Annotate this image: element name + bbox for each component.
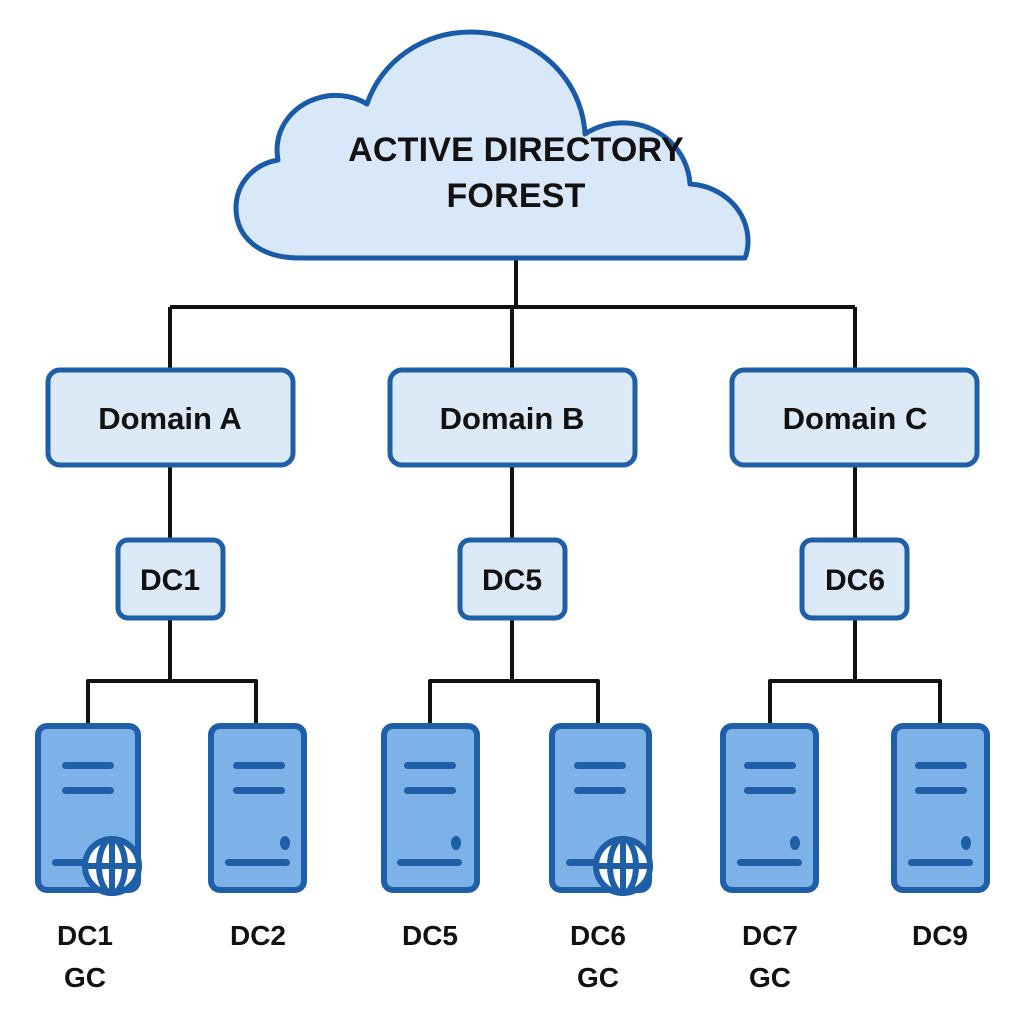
domain-a-box <box>45 367 296 468</box>
domain-c-node[interactable]: Domain C <box>729 367 980 468</box>
forest-cloud-node[interactable]: ACTIVE DIRECTORY FOREST <box>233 29 751 261</box>
cloud-icon <box>233 29 751 261</box>
connector-dc5-split <box>428 616 600 683</box>
dc5-box <box>457 537 568 621</box>
server-base-line <box>225 859 290 866</box>
domain-c-box <box>729 367 980 468</box>
server-power-dot <box>961 836 971 850</box>
forest-title-line2: FOREST <box>446 177 585 215</box>
server-vent-line-2 <box>233 787 285 794</box>
server-dc5-caption: DC5 <box>402 920 458 951</box>
connector-layer <box>86 258 942 726</box>
server-vent-line-1 <box>574 762 626 769</box>
domain-c-label: Domain C <box>783 401 928 436</box>
domain-a-label: Domain A <box>98 401 242 436</box>
domain-a-node[interactable]: Domain A <box>45 367 296 468</box>
server-power-dot <box>451 836 461 850</box>
forest-title-line1: ACTIVE DIRECTORY <box>348 131 684 169</box>
server-power-dot <box>280 836 290 850</box>
server-dc9-node[interactable]: DC9 <box>891 723 990 951</box>
server-base-line <box>397 859 462 866</box>
dc1-box-label: DC1 <box>140 564 200 597</box>
server-vent-line-2 <box>574 787 626 794</box>
server-dc1-role: GC <box>64 962 106 993</box>
server-vent-line-1 <box>744 762 796 769</box>
domain-b-box <box>387 367 638 468</box>
server-dc1-caption: DC1 <box>57 920 113 951</box>
dc5-box-label: DC5 <box>482 564 542 597</box>
server-dc1-node[interactable]: DC1 GC <box>35 723 142 993</box>
dc1-box <box>115 537 226 621</box>
connector-dc6-split <box>768 616 942 683</box>
server-vent-line-2 <box>404 787 456 794</box>
dc6-node[interactable]: DC6 <box>799 537 910 621</box>
server-vent-line-2 <box>744 787 796 794</box>
globe-icon <box>593 836 653 896</box>
server-dc7-caption: DC7 <box>742 920 798 951</box>
server-dc2-caption: DC2 <box>230 920 286 951</box>
server-base-line <box>908 859 973 866</box>
server-power-dot <box>790 836 800 850</box>
globe-icon <box>82 836 142 896</box>
server-dc6-role: GC <box>577 962 619 993</box>
server-dc6-node[interactable]: DC6 GC <box>549 723 653 993</box>
server-vent-line-1 <box>915 762 967 769</box>
server-base-line <box>737 859 802 866</box>
server-vent-line-1 <box>404 762 456 769</box>
server-dc6-caption: DC6 <box>570 920 626 951</box>
server-vent-line-2 <box>62 787 114 794</box>
server-dc9-caption: DC9 <box>912 920 968 951</box>
server-dc5-node[interactable]: DC5 <box>381 723 480 951</box>
server-dc7-role: GC <box>749 962 791 993</box>
domain-b-node[interactable]: Domain B <box>387 367 638 468</box>
server-vent-line-1 <box>62 762 114 769</box>
dc6-box <box>799 537 910 621</box>
connector-dc1-split <box>86 616 258 683</box>
server-dc2-node[interactable]: DC2 <box>208 723 307 951</box>
dc1-node[interactable]: DC1 <box>115 537 226 621</box>
server-vent-line-2 <box>915 787 967 794</box>
server-dc7-node[interactable]: DC7 GC <box>720 723 819 993</box>
server-vent-line-1 <box>233 762 285 769</box>
dc5-node[interactable]: DC5 <box>457 537 568 621</box>
dc6-box-label: DC6 <box>825 564 885 597</box>
domain-b-label: Domain B <box>440 401 585 436</box>
